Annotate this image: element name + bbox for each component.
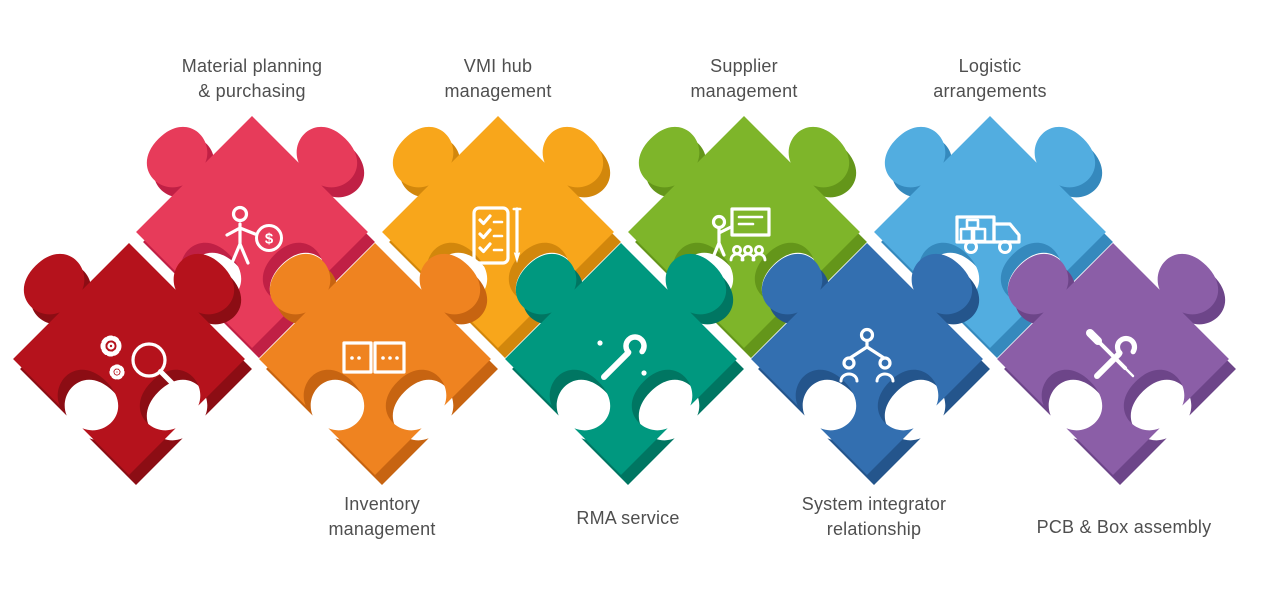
label-rma-service: RMA service [498, 506, 758, 531]
label-line: VMI hub [463, 56, 533, 76]
truck-icon [955, 215, 1021, 254]
puzzle-piece-pcb-box-assembly [961, 172, 1264, 485]
label-pcb-box-assembly: PCB & Box assembly [994, 515, 1254, 540]
puzzle-piece-rma-service [469, 172, 780, 485]
label-vmi-hub-management: VMI hub management [368, 54, 628, 104]
label-logistic-arrangements: Logistic arrangements [860, 54, 1120, 104]
puzzle-piece-material-planning-purchasing: $ [100, 45, 411, 358]
presenter-icon [711, 207, 771, 262]
label-line: management [444, 81, 552, 101]
wrench-icon [597, 334, 647, 380]
label-line: arrangements [933, 81, 1047, 101]
checklist-pen-icon [472, 206, 522, 265]
label-line: relationship [826, 519, 922, 539]
dollar-symbol: $ [265, 231, 274, 248]
label-line: & purchasing [198, 81, 306, 101]
puzzle-piece-inventory-management [223, 172, 534, 485]
label-line: PCB & Box assembly [1036, 517, 1212, 537]
label-supplier-management: Supplier management [614, 54, 874, 104]
label-line: System integrator [801, 494, 947, 514]
label-line: management [328, 519, 436, 539]
gears-magnifier-icon [100, 335, 177, 388]
label-line: Supplier [710, 56, 778, 76]
puzzle-piece-sourcing-analysis [0, 172, 288, 485]
label-system-integrator-relationship: System integrator relationship [744, 492, 1004, 542]
label-material-planning-purchasing: Material planning & purchasing [122, 54, 382, 104]
person-dollar-icon: $ [225, 205, 283, 265]
puzzle-piece-supplier-management [592, 45, 903, 358]
org-chart-icon [839, 327, 895, 383]
label-inventory-management: Inventory management [252, 492, 512, 542]
puzzle-piece-logistic-arrangements [838, 45, 1149, 358]
puzzle-piece-vmi-hub-management [346, 45, 657, 358]
label-line: Logistic [958, 56, 1022, 76]
puzzle-piece-system-integrator-relationship [715, 172, 1026, 485]
label-line: RMA service [576, 508, 680, 528]
crossed-tools-icon [1086, 329, 1138, 379]
label-line: Material planning [181, 56, 323, 76]
label-line: management [690, 81, 798, 101]
boxes-icon [342, 341, 406, 374]
label-line: Inventory [344, 494, 420, 514]
